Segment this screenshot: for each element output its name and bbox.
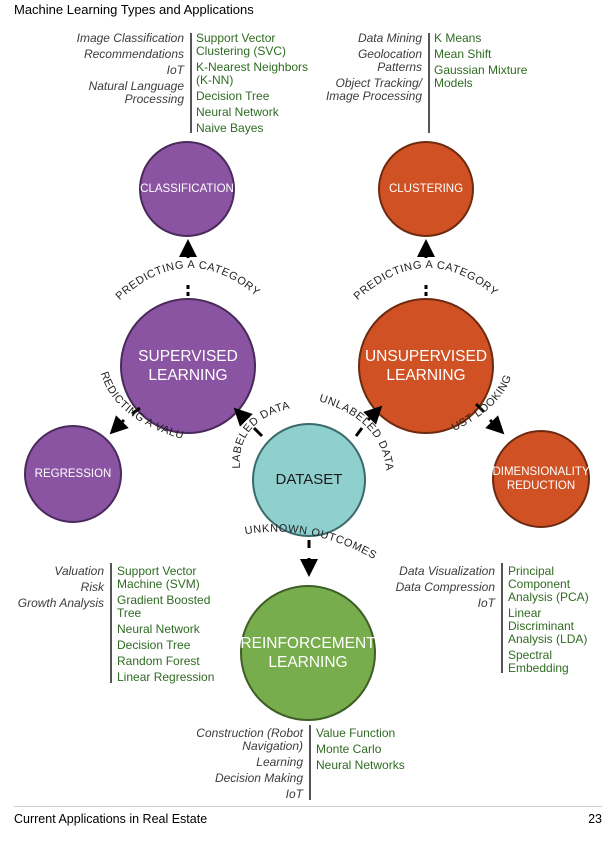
application-item: Natural Language Processing	[88, 79, 184, 106]
algorithm-item: Decision Tree	[196, 89, 270, 103]
algorithm-item: Gradient Boosted Tree	[117, 593, 211, 620]
dimensionality-reduction-label: DIMENSIONALITY REDUCTION	[492, 465, 590, 492]
arrow-to-supervised	[233, 407, 253, 427]
application-item: Recommendations	[83, 47, 184, 61]
dimensionality-reduction-node: DIMENSIONALITY REDUCTION	[492, 430, 590, 528]
algorithm-item: Monte Carlo	[316, 742, 382, 756]
algorithm-item: Gaussian Mixture Models	[434, 63, 528, 90]
algorithm-item: Neural Networks	[316, 758, 405, 772]
classification-list-divider	[190, 33, 192, 133]
connector-data-unsup	[354, 427, 364, 437]
edge-label-unsupervised-dimensionality: JUST LOOKING	[0, 0, 514, 434]
algorithm-item: Decision Tree	[117, 638, 191, 652]
dataset-node: DATASET	[252, 423, 366, 537]
edge-label-unsupervised-clustering: PREDICTING A CATEGORY	[352, 259, 501, 303]
supervised-learning-node: SUPERVISED LEARNING	[120, 298, 256, 434]
connector-data-sup	[252, 426, 264, 438]
application-item: Data Compression	[395, 580, 495, 594]
clustering-node: CLUSTERING	[378, 141, 474, 237]
application-item: Construction (Robot Navigation)	[196, 726, 303, 753]
reinforcement-learning-node: REINFORCEMENT LEARNING	[240, 585, 376, 721]
arrow-to-regression	[109, 415, 129, 435]
regression-label: REGRESSION	[34, 467, 112, 480]
algorithm-item: Neural Network	[196, 105, 279, 119]
algorithm-item: Principal Component Analysis (PCA)	[508, 564, 589, 604]
application-item: Growth Analysis	[17, 596, 104, 610]
edge-label-text: PREDICTING A VALUE	[0, 0, 185, 442]
algorithm-item: Support Vector Clustering (SVC)	[196, 31, 287, 58]
arrow-to-dimensionality	[485, 415, 505, 435]
reinforcement-applications: Construction (Robot Navigation) Learning…	[180, 727, 303, 804]
page-number: 23	[588, 812, 602, 826]
dimensionality-applications: Data Visualization Data Compression IoT	[376, 565, 495, 613]
regression-node: REGRESSION	[24, 425, 122, 523]
application-item: Decision Making	[214, 771, 303, 785]
dimensionality-list-divider	[501, 563, 503, 673]
clustering-algorithms: K Means Mean Shift Gaussian Mixture Mode…	[434, 32, 544, 93]
application-item: IoT	[285, 787, 303, 801]
algorithm-item: Support Vector Machine (SVM)	[117, 564, 200, 591]
edge-label-text: UNKNOWN OUTCOMES	[244, 523, 378, 562]
clustering-applications: Data Mining Geolocation Patterns Object …	[312, 32, 422, 106]
classification-applications: Image Classification Recommendations IoT…	[40, 32, 184, 109]
reinforcement-list-divider	[309, 725, 311, 800]
application-item: Learning	[256, 755, 303, 769]
application-item: IoT	[477, 596, 495, 610]
algorithm-item: K Means	[434, 31, 482, 45]
application-item: Risk	[80, 580, 104, 594]
edge-label-text: UNLABELED DATA	[318, 392, 395, 471]
application-item: Image Classification	[76, 31, 184, 45]
algorithm-item: Mean Shift	[434, 47, 492, 61]
footer-divider	[14, 806, 602, 807]
clustering-list-divider	[428, 33, 430, 133]
application-item: Data Visualization	[399, 564, 495, 578]
classification-algorithms: Support Vector Clustering (SVC) K-Neares…	[196, 32, 316, 138]
edge-label-text: JUST LOOKING	[0, 0, 514, 434]
algorithm-item: Spectral Embedding	[508, 648, 569, 675]
algorithm-item: Random Forest	[117, 654, 200, 668]
connector-unsup-dim	[474, 402, 486, 414]
application-item: Object Tracking/ Image Processing	[325, 76, 422, 103]
classification-label: CLASSIFICATION	[140, 182, 234, 195]
edge-label-text: PREDICTING A CATEGORY	[114, 259, 262, 303]
algorithm-item: K-Nearest Neighbors (K-NN)	[196, 60, 309, 87]
application-item: Data Mining	[357, 31, 422, 45]
clustering-label: CLUSTERING	[388, 182, 464, 195]
application-item: Geolocation Patterns	[357, 47, 422, 74]
regression-algorithms: Support Vector Machine (SVM) Gradient Bo…	[117, 565, 222, 687]
reinforcement-learning-label: REINFORCEMENT LEARNING	[240, 634, 376, 671]
connector-sup-reg	[131, 406, 141, 416]
algorithm-item: Naive Bayes	[196, 121, 264, 135]
regression-list-divider	[110, 563, 112, 683]
application-item: IoT	[166, 63, 184, 77]
algorithm-item: Linear Regression	[117, 670, 215, 684]
edge-label-supervised-classification: PREDICTING A CATEGORY	[114, 259, 263, 303]
unsupervised-learning-label: UNSUPERVISED LEARNING	[364, 347, 488, 384]
supervised-learning-label: SUPERVISED LEARNING	[138, 347, 238, 384]
classification-node: CLASSIFICATION	[139, 141, 235, 237]
reinforcement-algorithms: Value Function Monte Carlo Neural Networ…	[316, 727, 426, 775]
algorithm-item: Neural Network	[117, 622, 200, 636]
arrow-to-unsupervised	[363, 405, 383, 425]
regression-applications: Valuation Risk Growth Analysis	[6, 565, 104, 613]
page-title: Machine Learning Types and Applications	[14, 2, 254, 17]
edge-label-dataset-reinforcement: UNKNOWN OUTCOMES	[244, 523, 379, 562]
edge-label-text: PREDICTING A CATEGORY	[352, 259, 500, 303]
dimensionality-algorithms: Principal Component Analysis (PCA) Linea…	[508, 565, 602, 678]
algorithm-item: Linear Discriminant Analysis (LDA)	[508, 606, 588, 646]
application-item: Valuation	[54, 564, 104, 578]
algorithm-item: Value Function	[316, 726, 396, 740]
edge-label-dataset-unsupervised: UNLABELED DATA	[318, 392, 396, 471]
edge-label-supervised-regression: PREDICTING A VALUE	[0, 0, 185, 442]
dataset-label: DATASET	[275, 470, 343, 488]
footer-title: Current Applications in Real Estate	[14, 812, 208, 826]
